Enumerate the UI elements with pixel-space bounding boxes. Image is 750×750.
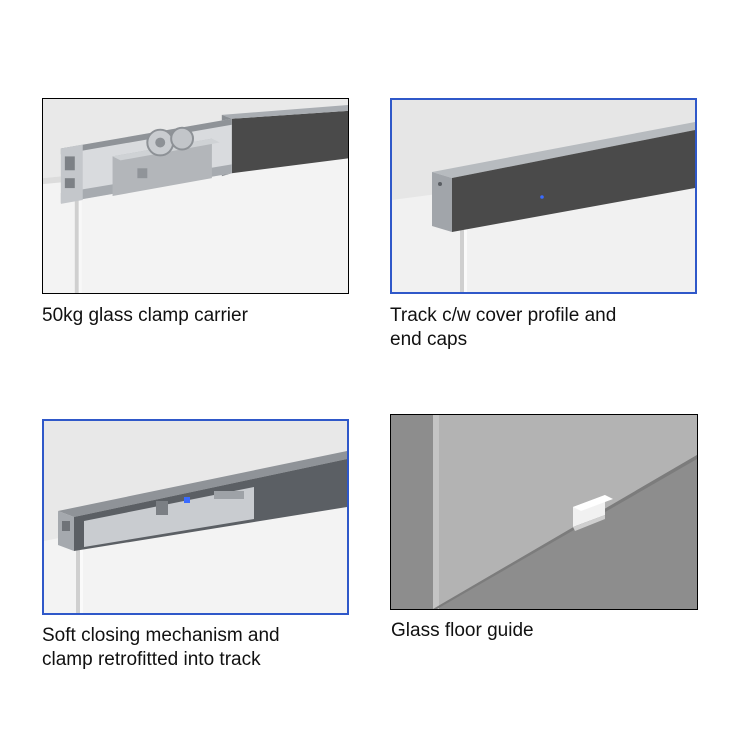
- caption-track-cover-profile: Track c/w cover profile and end caps: [390, 304, 616, 352]
- track-cover-illustration: [392, 100, 695, 292]
- image-soft-closing-mechanism: [42, 419, 349, 615]
- image-glass-clamp-carrier: [42, 98, 349, 294]
- caption-line: Glass floor guide: [391, 620, 534, 641]
- clamp-carrier-illustration: [43, 99, 348, 293]
- floor-guide-illustration: [391, 415, 697, 609]
- caption-line: clamp retrofitted into track: [42, 649, 261, 670]
- caption-soft-closing-mechanism: Soft closing mechanism and clamp retrofi…: [42, 624, 280, 672]
- image-track-cover-profile: [390, 98, 697, 294]
- caption-line: end caps: [390, 329, 468, 350]
- image-glass-floor-guide: [390, 414, 698, 610]
- caption-glass-clamp-carrier: 50kg glass clamp carrier: [42, 304, 248, 328]
- soft-close-illustration: [44, 421, 347, 613]
- caption-line: Track c/w cover profile and: [390, 305, 617, 326]
- caption-line: 50kg glass clamp carrier: [42, 305, 248, 326]
- caption-glass-floor-guide: Glass floor guide: [391, 619, 534, 643]
- caption-line: Soft closing mechanism and: [42, 625, 280, 646]
